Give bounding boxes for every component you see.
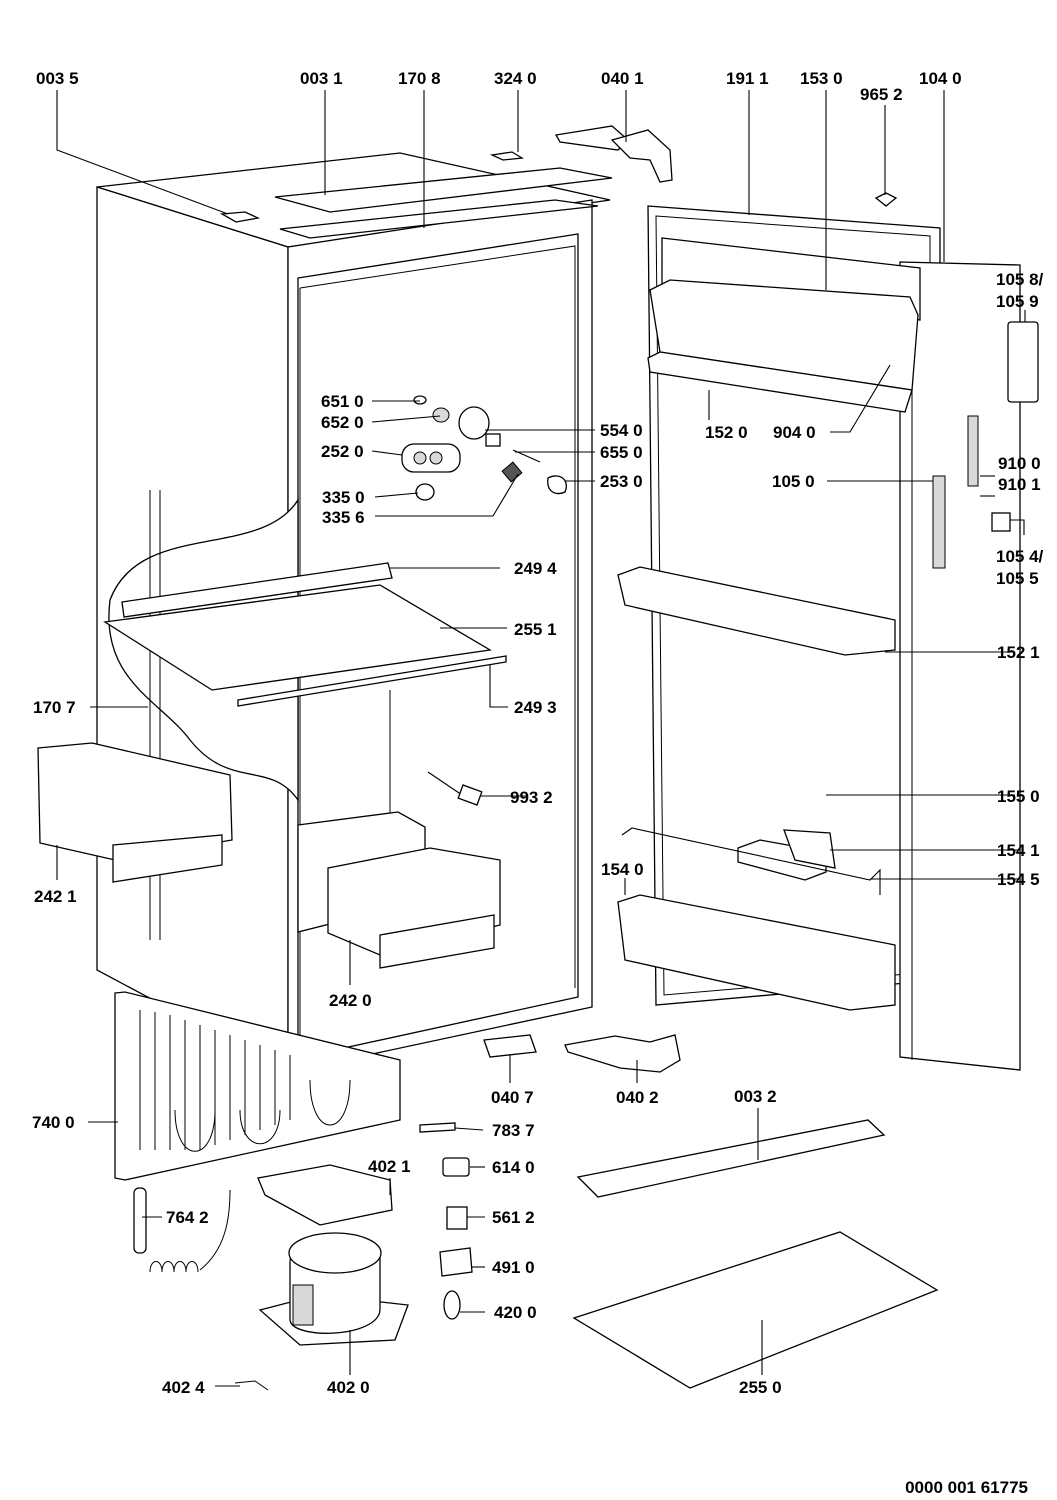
label-1550: 155 0	[997, 787, 1040, 806]
label-5612: 561 2	[492, 1208, 535, 1227]
label-3350: 335 0	[322, 488, 365, 507]
label-2493: 249 3	[514, 698, 557, 717]
label-1059: 105 9	[996, 292, 1039, 311]
label-9932: 993 2	[510, 788, 553, 807]
label-3240: 324 0	[494, 69, 537, 88]
label-1530: 153 0	[800, 69, 843, 88]
document-number: 0000 001 61775	[905, 1478, 1028, 1497]
label-0407: 040 7	[491, 1088, 534, 1107]
label-7400: 740 0	[32, 1113, 75, 1132]
label-4910: 491 0	[492, 1258, 535, 1277]
label-4200: 420 0	[494, 1303, 537, 1322]
label-2420: 242 0	[329, 991, 372, 1010]
bottle-holder-1541	[783, 829, 836, 869]
label-5540: 554 0	[600, 421, 643, 440]
label-1708: 170 8	[398, 69, 441, 88]
label-1545: 154 5	[997, 870, 1040, 889]
drawer-2420	[297, 811, 501, 969]
hinge-parts-right	[874, 192, 1039, 532]
label-9040: 904 0	[773, 423, 816, 442]
condenser-7400	[114, 991, 401, 1181]
label-1055: 105 5	[996, 569, 1039, 588]
label-0402: 040 2	[616, 1088, 659, 1107]
label-4021: 402 1	[368, 1157, 411, 1176]
label-1541: 154 1	[997, 841, 1040, 860]
strip-0032	[576, 1119, 886, 1198]
label-1520: 152 0	[705, 423, 748, 442]
label-4024: 402 4	[162, 1378, 205, 1397]
leader-lines	[56, 90, 1026, 1387]
electrical-parts	[234, 1122, 473, 1391]
label-1054: 105 4/	[996, 547, 1044, 566]
label-1707: 170 7	[33, 698, 76, 717]
door-shelf-1521	[617, 566, 896, 656]
top-strip-0031	[274, 167, 613, 239]
label-6520: 652 0	[321, 413, 364, 432]
label-3356: 335 6	[322, 508, 365, 527]
clip-0035	[219, 211, 261, 223]
glass-shelf	[103, 562, 507, 707]
label-1050: 105 0	[772, 472, 815, 491]
label-1521: 152 1	[997, 643, 1040, 662]
hinge-0401	[554, 125, 673, 183]
clip-3240	[489, 151, 525, 161]
bracket-4021	[257, 1164, 393, 1226]
label-4020: 402 0	[327, 1378, 370, 1397]
sensor-9932	[427, 771, 483, 806]
capillary-7642	[133, 1187, 231, 1273]
label-0035: 003 5	[36, 69, 79, 88]
label-2551: 255 1	[514, 620, 557, 639]
drawer-2421	[37, 742, 233, 883]
thermostat-parts	[401, 395, 567, 501]
dairy-compartment	[647, 237, 921, 413]
hinge-0402	[483, 1034, 681, 1073]
label-6550: 655 0	[600, 443, 643, 462]
label-0401: 040 1	[601, 69, 644, 88]
label-1040: 104 0	[919, 69, 962, 88]
label-2530: 253 0	[600, 472, 643, 491]
label-1911: 191 1	[726, 69, 769, 88]
label-0032: 003 2	[734, 1087, 777, 1106]
label-7837: 783 7	[492, 1121, 535, 1140]
bottle-rail-1545	[621, 827, 881, 895]
label-1540: 154 0	[601, 860, 644, 879]
glass-plate-2550	[572, 1231, 939, 1389]
label-2421: 242 1	[34, 887, 77, 906]
door-shelf-1540	[617, 894, 896, 1011]
label-6510: 651 0	[321, 392, 364, 411]
label-7642: 764 2	[166, 1208, 209, 1227]
label-2550: 255 0	[739, 1378, 782, 1397]
compressor-4020	[258, 1232, 409, 1346]
label-6140: 614 0	[492, 1158, 535, 1177]
label-9101: 910 1	[998, 475, 1041, 494]
label-2494: 249 4	[514, 559, 557, 578]
label-9652: 965 2	[860, 85, 903, 104]
label-0031: 003 1	[300, 69, 343, 88]
label-1058: 105 8/	[996, 270, 1044, 289]
part-labels: 003 5 003 1 170 8 324 0 040 1 191 1 153 …	[32, 69, 1044, 1497]
label-2520: 252 0	[321, 442, 364, 461]
label-9100: 910 0	[998, 454, 1041, 473]
